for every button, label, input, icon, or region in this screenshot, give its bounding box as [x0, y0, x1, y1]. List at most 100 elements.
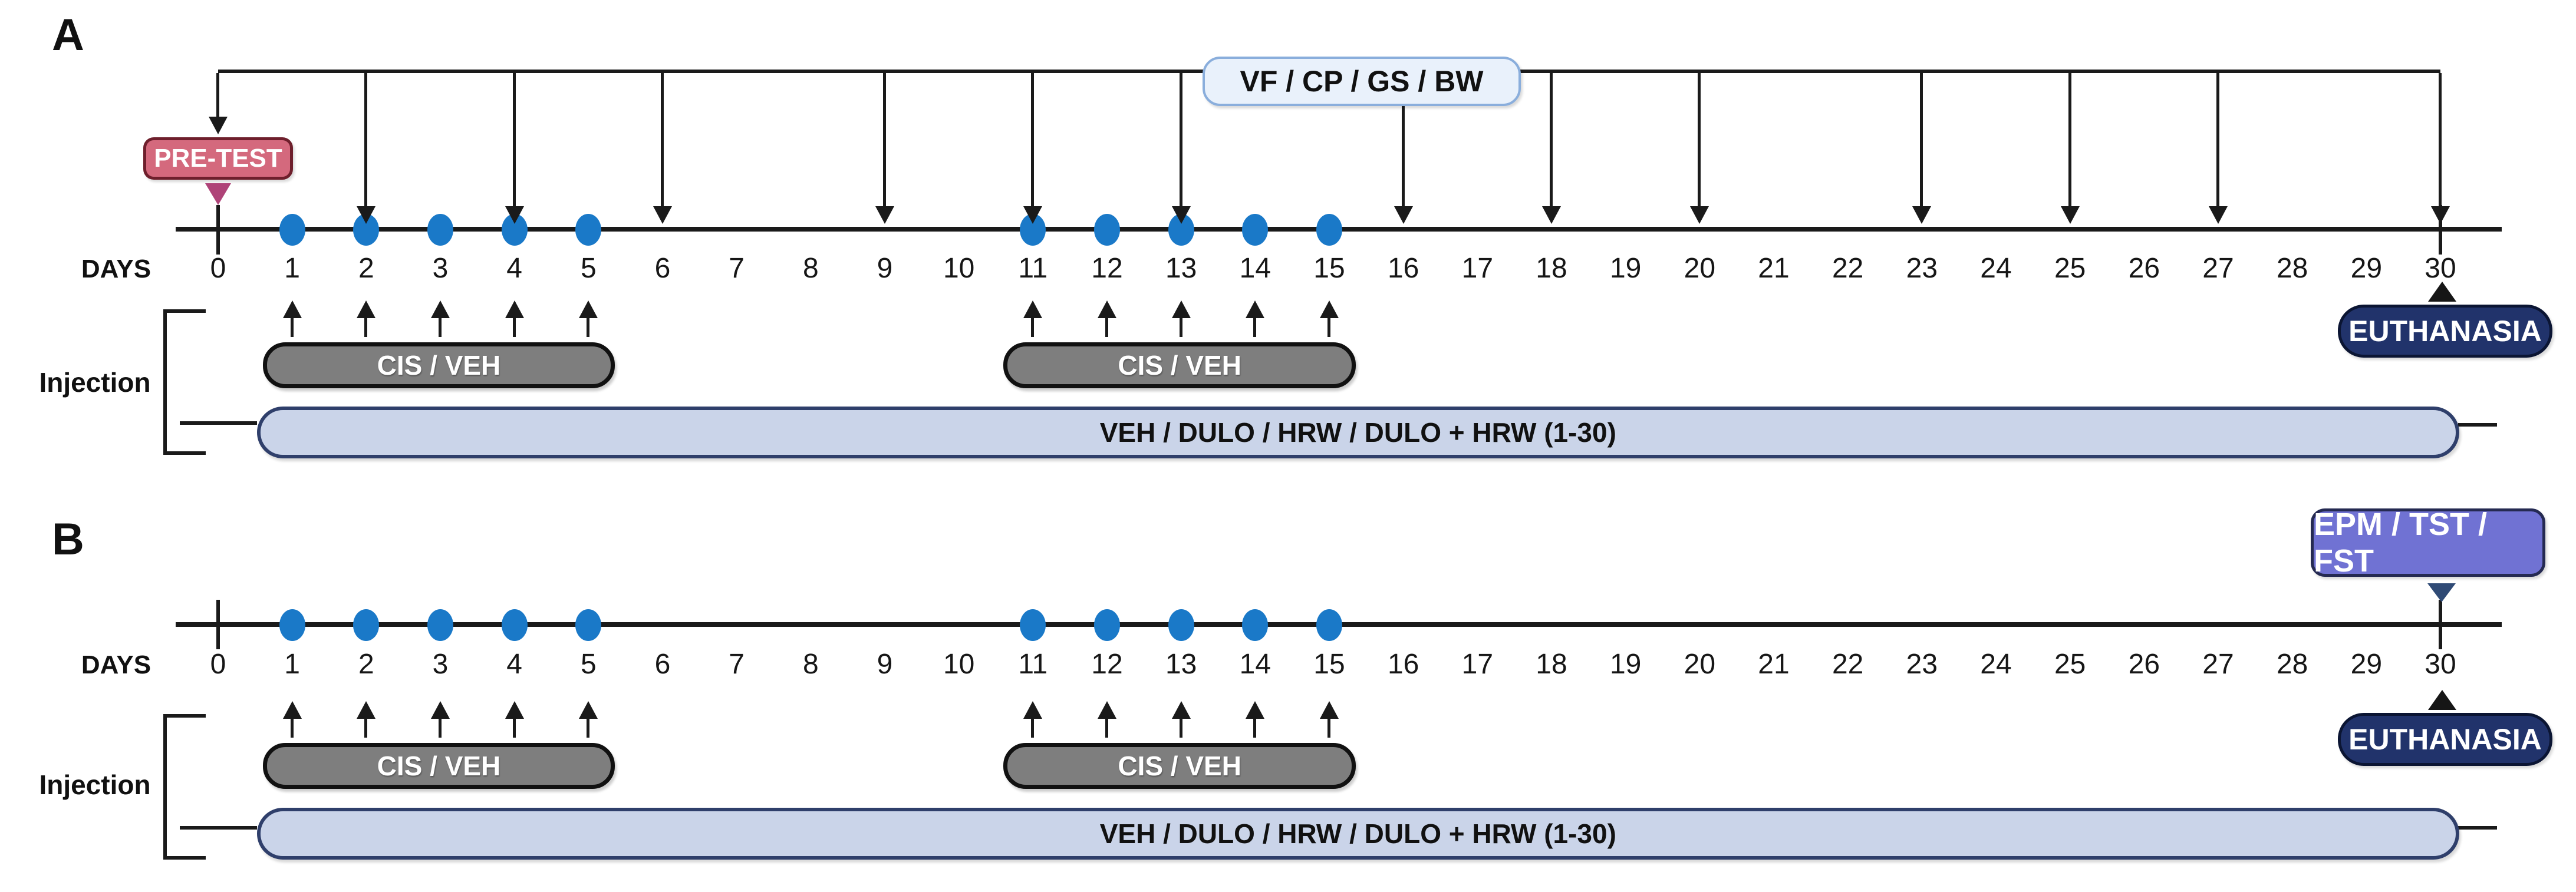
- chronic-treatment-bar-b: VEH / DULO / HRW / DULO + HRW (1-30): [256, 808, 2459, 860]
- behavior-tests-badge-b: EPM / TST / FST: [2311, 507, 2545, 579]
- injection-section-label-b: Injection: [39, 769, 151, 800]
- injection-bracket-top-tick-a: [163, 309, 206, 313]
- day-label: 10: [943, 649, 975, 680]
- injection-day-dot: [575, 214, 602, 246]
- day-label: 11: [1018, 253, 1048, 284]
- day-label: 24: [1980, 253, 2012, 284]
- day-label: 19: [1609, 253, 1642, 284]
- cis-veh-bar-1-label: CIS / VEH: [377, 350, 501, 381]
- day-label: 22: [1831, 253, 1864, 284]
- day-label: 25: [2054, 253, 2086, 284]
- day-label: 10: [943, 253, 975, 284]
- injection-connector-b: [180, 826, 257, 830]
- day-label: 27: [2202, 253, 2234, 284]
- euthanasia-badge-b: EUTHANASIA: [2338, 713, 2552, 766]
- days-axis-label-a: DAYS: [81, 255, 151, 283]
- euthanasia-pointer-icon-b: [2428, 690, 2456, 710]
- injection-section-label-a: Injection: [39, 367, 151, 398]
- euthanasia-badge-b-label: EUTHANASIA: [2348, 723, 2542, 756]
- day-label: 8: [802, 253, 819, 284]
- injection-arrow-day-12: [1098, 701, 1116, 738]
- injection-arrow-day-1: [282, 701, 302, 738]
- injection-arrow-day-12: [1098, 300, 1116, 337]
- injection-arrow-day-11: [1023, 701, 1043, 738]
- day-label: 16: [1387, 649, 1419, 680]
- injection-day-dot: [1020, 609, 1046, 641]
- injection-day-dot: [353, 609, 380, 641]
- test-arrow-day-9: [875, 73, 894, 224]
- injection-arrow-day-3: [431, 701, 450, 738]
- day-label: 3: [432, 253, 449, 284]
- chronic-bar-right-connector-a: [2458, 423, 2497, 427]
- day-30-tick: [2439, 600, 2442, 649]
- day-label: 20: [1684, 649, 1716, 680]
- day-label: 17: [1461, 649, 1494, 680]
- day-30-tick: [2439, 205, 2442, 255]
- day-label: 12: [1091, 649, 1123, 680]
- injection-arrow-day-2: [357, 701, 376, 738]
- day-label: 2: [358, 649, 374, 680]
- test-arrow-day-23: [1912, 73, 1932, 224]
- test-arrow-day-13: [1171, 73, 1191, 224]
- day-label: 30: [2425, 253, 2456, 284]
- injection-bracket-bottom-tick-b: [163, 856, 206, 860]
- day-label: 23: [1906, 649, 1938, 680]
- panel-b-label: B: [52, 514, 84, 564]
- day-label: 5: [580, 253, 597, 284]
- chronic-bar-right-connector-b: [2458, 826, 2497, 830]
- day-label: 3: [432, 649, 449, 680]
- euthanasia-badge-a-label: EUTHANASIA: [2348, 315, 2542, 348]
- injection-day-dot: [279, 214, 305, 246]
- day-label: 16: [1387, 253, 1419, 284]
- cis-veh-bar-3-label: CIS / VEH: [377, 751, 501, 781]
- injection-arrow-day-14: [1246, 300, 1265, 337]
- pretest-pointer-icon: [205, 183, 231, 205]
- day-label: 28: [2276, 253, 2308, 284]
- test-arrow-day-16: [1394, 73, 1413, 224]
- day-label: 0: [210, 649, 226, 680]
- day-label: 26: [2128, 649, 2160, 680]
- panel-a-label: A: [52, 10, 84, 60]
- injection-arrow-day-14: [1246, 701, 1265, 738]
- day-label: 19: [1609, 649, 1642, 680]
- day-label: 9: [877, 253, 893, 284]
- day-label: 4: [506, 253, 522, 284]
- cis-veh-bar-3: CIS / VEH: [262, 743, 615, 789]
- test-arrow-day-2: [357, 73, 376, 224]
- injection-bracket-bottom-tick-a: [163, 451, 206, 455]
- day-label: 15: [1313, 649, 1345, 680]
- injection-day-dot: [575, 609, 602, 641]
- day-label: 6: [654, 253, 671, 284]
- cis-veh-bar-1: CIS / VEH: [262, 342, 615, 388]
- day-label: 14: [1239, 649, 1271, 680]
- pretest-badge-label: PRE-TEST: [154, 144, 282, 173]
- day-label: 23: [1906, 253, 1938, 284]
- day-label: 21: [1758, 649, 1790, 680]
- injection-bracket-b: [163, 714, 167, 860]
- cis-veh-bar-4: CIS / VEH: [1003, 743, 1356, 789]
- day-label: 20: [1684, 253, 1716, 284]
- chronic-treatment-bar-a: VEH / DULO / HRW / DULO + HRW (1-30): [256, 407, 2459, 458]
- injection-day-dot: [1242, 214, 1269, 246]
- injection-arrow-day-3: [431, 300, 450, 337]
- injection-arrow-day-15: [1320, 300, 1339, 337]
- injection-bracket-a: [163, 309, 167, 455]
- injection-arrow-day-4: [505, 300, 524, 337]
- test-arrow-day-4: [505, 73, 524, 224]
- day-label: 15: [1313, 253, 1345, 284]
- euthanasia-badge-a: EUTHANASIA: [2338, 305, 2552, 358]
- injection-arrow-day-5: [579, 701, 598, 738]
- injection-day-dot: [1168, 609, 1194, 641]
- cis-veh-bar-4-label: CIS / VEH: [1118, 751, 1241, 781]
- test-arrow-day-0: [209, 73, 228, 134]
- day-label: 25: [2054, 649, 2086, 680]
- day-0-tick: [216, 205, 220, 255]
- day-label: 12: [1091, 253, 1123, 284]
- day-label: 2: [358, 253, 374, 284]
- day-label: 27: [2202, 649, 2234, 680]
- euthanasia-pointer-icon-a: [2428, 282, 2456, 302]
- days-axis-label-b: DAYS: [81, 650, 151, 679]
- day-label: 18: [1536, 253, 1567, 284]
- day-label: 29: [2350, 253, 2383, 284]
- injection-day-dot: [427, 214, 453, 246]
